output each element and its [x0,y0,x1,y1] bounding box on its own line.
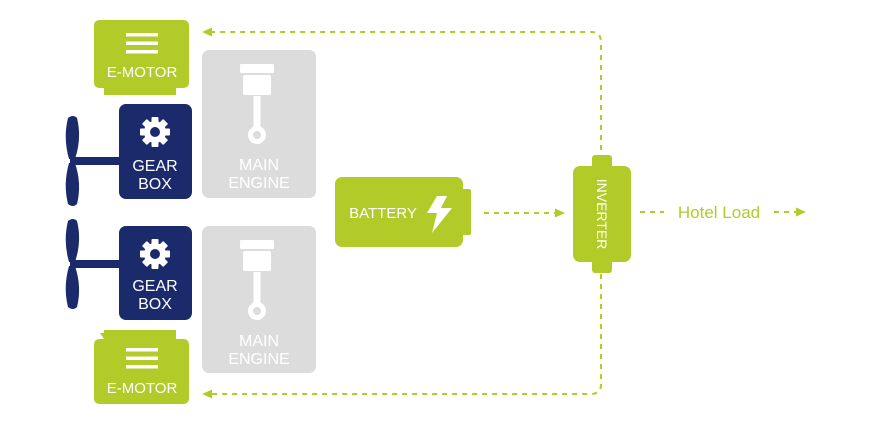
gear-icon [140,239,170,269]
gearbox-top-label-line2: BOX [138,176,172,193]
bottom-arrowhead [202,389,212,399]
hotel-load-label: Hotel Load [678,203,760,222]
gearbox-bottom-label-line2: BOX [138,296,172,313]
main-engine-top-label-line1: MAIN [239,157,279,174]
main-engine-bottom-label-line1: MAIN [239,333,279,350]
top-arrowhead [202,27,212,37]
piston-icon [240,240,274,320]
connection-lines [202,27,806,399]
e-motor-bottom: E-MOTOR [94,330,189,404]
e-motor-top: E-MOTOR [94,20,189,95]
propeller-icon [65,219,120,309]
propeller-icon [65,116,120,206]
menu-lines-icon [126,348,158,369]
lightning-icon [427,196,452,233]
battery-label: BATTERY [349,205,417,222]
gearbox-bottom: GEAR BOX [119,226,192,320]
gear-icon [140,117,170,147]
main-engine-top: MAIN ENGINE [202,50,316,198]
hotel-arrowhead [796,207,806,217]
gearbox-top: GEAR BOX [119,104,192,199]
main-engine-top-label-line2: ENGINE [228,175,289,192]
inverter: INVERTER [573,155,631,273]
e-motor-bottom-label: E-MOTOR [107,380,178,397]
inverter-to-top-emotor-line [212,31,602,160]
inverter-label: INVERTER [594,179,610,250]
menu-lines-icon [126,33,158,54]
main-engine-bottom: MAIN ENGINE [202,226,316,373]
piston-icon [240,64,274,144]
inverter-to-bottom-emotor-line [212,264,602,395]
battery: BATTERY [335,177,471,247]
e-motor-top-label: E-MOTOR [107,64,178,81]
gearbox-bottom-label-line1: GEAR [132,278,177,295]
main-engine-bottom-label-line2: ENGINE [228,351,289,368]
gearbox-top-label-line1: GEAR [132,158,177,175]
battery-arrowhead [555,208,565,218]
